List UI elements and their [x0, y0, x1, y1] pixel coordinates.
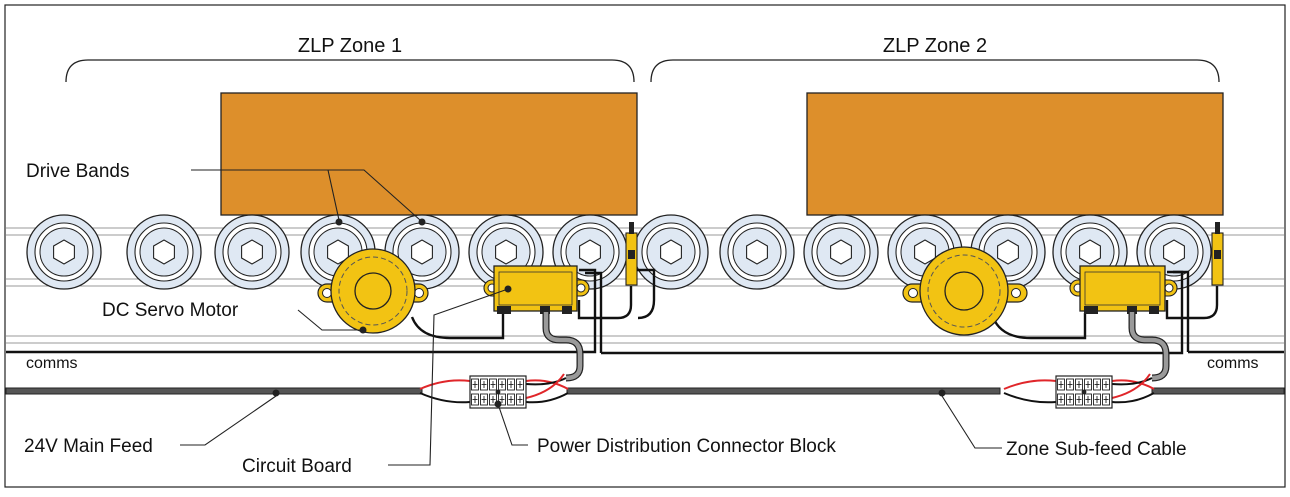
roller: [633, 214, 709, 290]
roller: [719, 214, 795, 290]
roller: [26, 214, 102, 290]
zone-2-title: ZLP Zone 2: [883, 35, 987, 57]
label-power-distribution-connector-block: Power Distribution Connector Block: [537, 436, 836, 457]
carton-zone-2: [806, 92, 1224, 216]
connector-block-zone-1: [469, 375, 527, 409]
connector-wires-zone-1: [419, 373, 569, 404]
label-comms-left: comms: [26, 355, 78, 372]
roller: [126, 214, 202, 290]
label-comms-right: comms: [1207, 355, 1259, 372]
zone-1-title: ZLP Zone 1: [298, 35, 402, 57]
photo-eye-sensor-zone-2: [1211, 222, 1224, 286]
label-circuit-board: Circuit Board: [242, 456, 352, 477]
zone-1-brace: [65, 59, 635, 83]
sub-feed-drop-cable: [542, 312, 1170, 382]
main-feed-cable: [5, 387, 1285, 395]
roller: [214, 214, 290, 290]
label-drive-bands: Drive Bands: [26, 161, 130, 182]
connector-wires-zone-2: [1003, 373, 1155, 404]
label-24v-main-feed: 24V Main Feed: [24, 436, 153, 457]
connector-block-zone-2: [1055, 375, 1113, 409]
carton-zone-1: [220, 92, 638, 216]
label-zone-sub-feed-cable: Zone Sub-feed Cable: [1006, 439, 1187, 460]
roller: [803, 214, 879, 290]
dc-servo-motor-zone-2: [902, 246, 1028, 336]
comms-line: [6, 268, 1284, 355]
leader-dots: [272, 218, 946, 408]
zone-2-brace: [650, 59, 1220, 83]
photo-eye-sensor-zone-1: [625, 222, 638, 286]
sensor-cable: [577, 268, 1219, 320]
dc-servo-motor-zone-1: [317, 248, 429, 334]
leader-lines: [180, 169, 1002, 466]
circuit-board-controller-zone-2: [1069, 265, 1178, 314]
circuit-board-controller-zone-1: [483, 265, 590, 314]
label-dc-servo-motor: DC Servo Motor: [102, 300, 239, 321]
